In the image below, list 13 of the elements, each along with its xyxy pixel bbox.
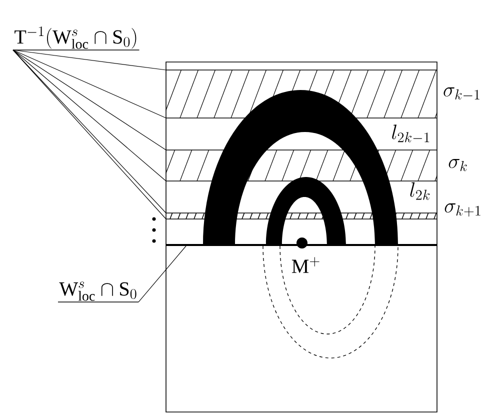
curve-label: $l_{2k-1}$	[392, 124, 430, 142]
formula-label: $\mathrm{W}^{s}_{\mathrm{loc}}\cap \mathrm{S}_{0}$	[58, 282, 139, 302]
curve-label: $l_{2k}$	[410, 182, 430, 200]
leader-line	[12, 50, 166, 118]
formula-label: $\mathrm{T}^{-1}(\mathrm{W}^{s}_{\mathrm{loc}}\cap \mathrm{S}_{0})$	[12, 26, 140, 50]
leader-line	[12, 50, 166, 70]
leader-line	[138, 246, 186, 302]
band-label: $\sigma_{k}$	[448, 158, 467, 172]
point-label: $\mathrm{M}^{+}$	[292, 257, 320, 273]
band-label: $\sigma_{k-1}$	[444, 87, 480, 100]
band-label: $\sigma_{k+1}$	[444, 203, 480, 217]
leader-line	[12, 50, 166, 182]
leader-line	[12, 50, 166, 150]
